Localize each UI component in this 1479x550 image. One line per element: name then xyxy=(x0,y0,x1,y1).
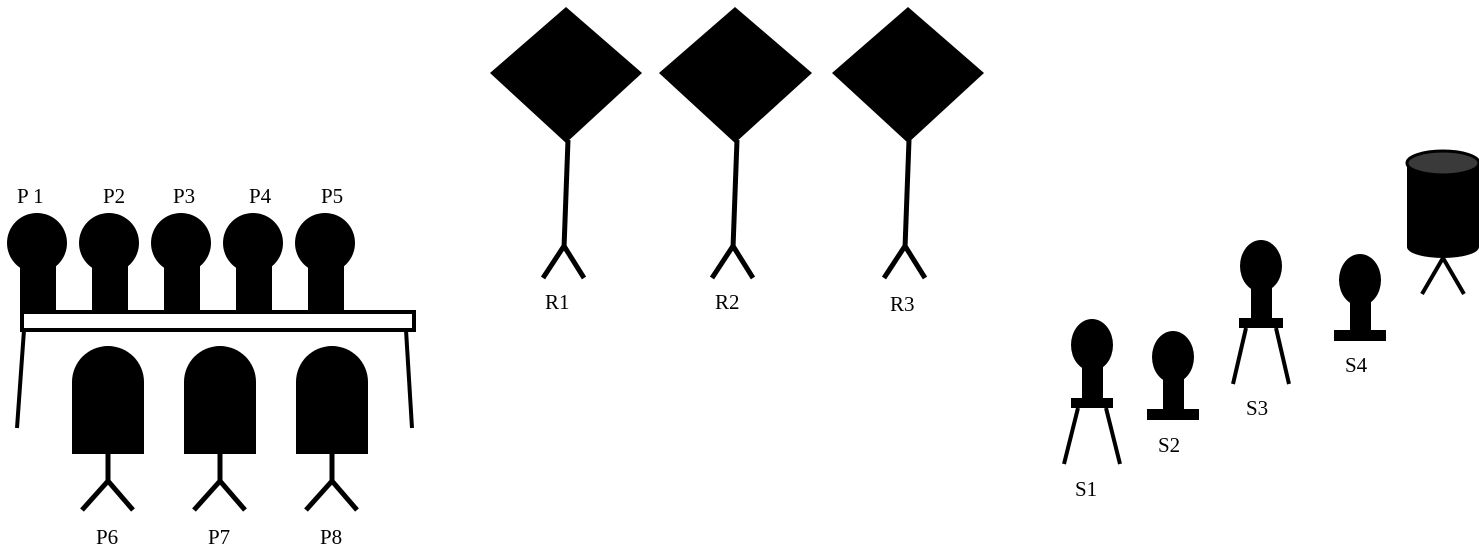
cylinder-figure xyxy=(1405,149,1479,296)
label-s3: S3 xyxy=(1246,396,1268,420)
label-p1: P 1 xyxy=(17,184,44,208)
figure-p2 xyxy=(79,213,139,313)
figure-p4 xyxy=(223,213,283,313)
figure-p5 xyxy=(295,213,355,313)
figure-p6 xyxy=(72,346,144,512)
figure-p3 xyxy=(151,213,211,313)
cylinder-lid xyxy=(1405,149,1479,177)
label-p4: P4 xyxy=(249,184,272,208)
figure-p7 xyxy=(184,346,256,512)
label-p3: P3 xyxy=(173,184,195,208)
figure-r2 xyxy=(659,7,812,280)
label-s4: S4 xyxy=(1345,353,1368,377)
table-leg-right xyxy=(404,329,414,429)
group-r: R1 R2 R3 xyxy=(490,7,984,316)
label-p7: P7 xyxy=(208,525,230,549)
figure-r3 xyxy=(832,7,984,280)
label-r2: R2 xyxy=(715,290,740,314)
label-p5: P5 xyxy=(321,184,343,208)
figure-s2 xyxy=(1147,331,1199,420)
figure-p1 xyxy=(7,213,67,313)
label-p6: P6 xyxy=(96,525,118,549)
label-s2: S2 xyxy=(1158,433,1180,457)
label-s1: S1 xyxy=(1075,477,1097,501)
label-p2: P2 xyxy=(103,184,125,208)
group-p: P 1 P2 P3 P4 P5 P6 P7 P8 xyxy=(7,184,416,549)
label-p8: P8 xyxy=(320,525,342,549)
table-top xyxy=(20,310,416,332)
figure-s3 xyxy=(1231,240,1291,385)
figure-p8 xyxy=(296,346,368,512)
figure-r1 xyxy=(490,7,642,280)
table-leg-left xyxy=(15,329,26,429)
label-r1: R1 xyxy=(545,290,570,314)
group-s: S1 S2 S3 S4 xyxy=(1062,149,1479,501)
figure-s4 xyxy=(1334,254,1386,341)
figure-s1 xyxy=(1062,319,1122,465)
label-r3: R3 xyxy=(890,292,915,316)
